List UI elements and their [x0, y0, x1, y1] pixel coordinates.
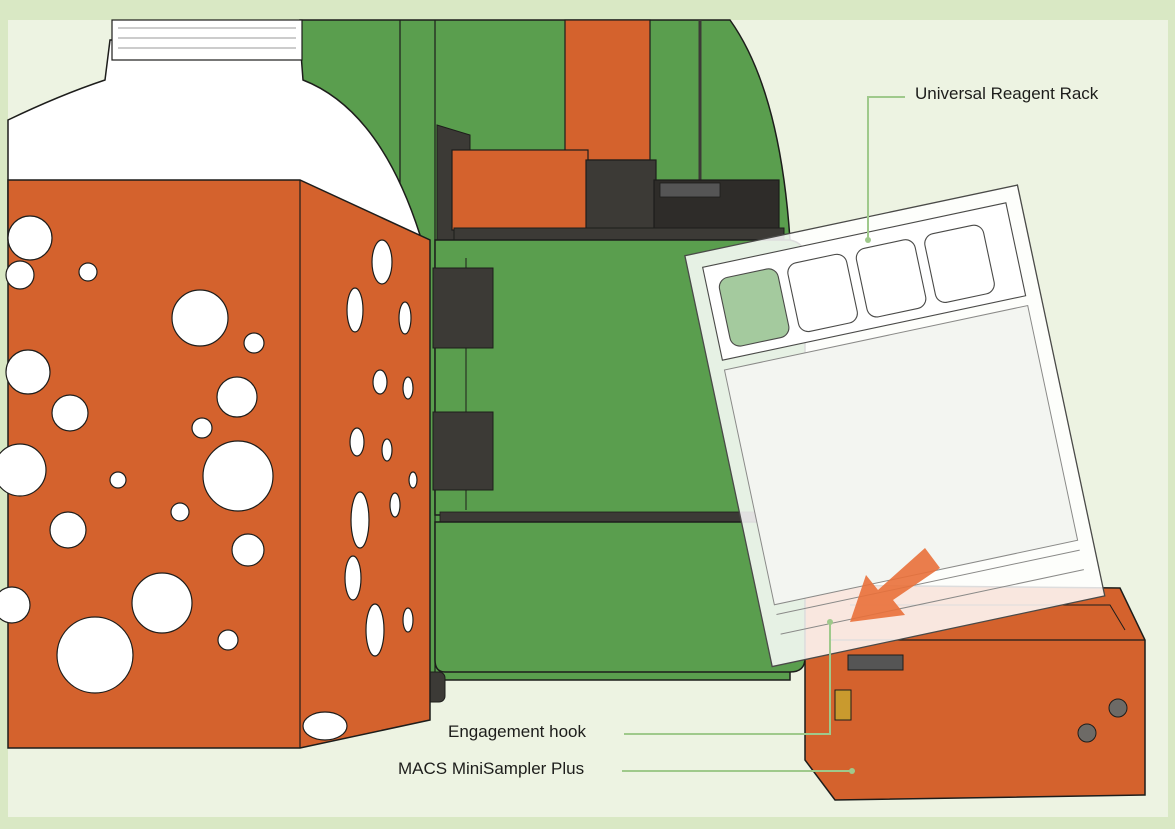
sampler-head — [452, 150, 588, 230]
hinge-top — [433, 268, 493, 348]
label-macs-minisampler-plus: MACS MiniSampler Plus — [398, 760, 584, 777]
label-engagement-hook: Engagement hook — [448, 723, 586, 740]
column-arm — [565, 20, 650, 160]
bottle-cap — [112, 20, 302, 60]
hinge-bottom — [433, 412, 493, 490]
label-universal-reagent-rack: Universal Reagent Rack — [915, 85, 1098, 102]
